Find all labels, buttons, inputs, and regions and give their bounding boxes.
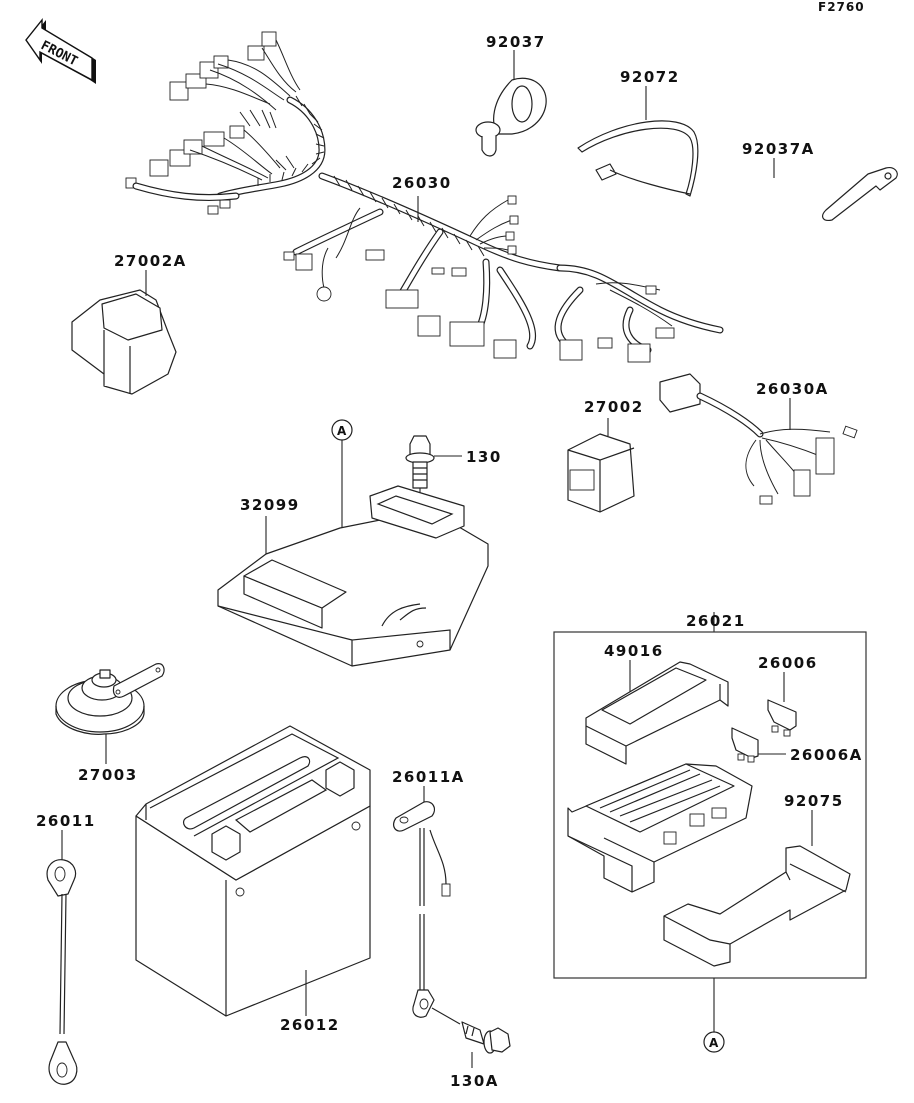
part-label-32099[interactable]: 32099 [240,496,300,514]
front-arrow-icon: FRONT [25,18,96,84]
part-label-27002[interactable]: 27002 [584,398,644,416]
part-label-26030A[interactable]: 26030A [756,380,829,398]
part-label-92072[interactable]: 92072 [620,68,680,86]
relay-27002A-drawing[interactable] [71,289,177,395]
part-label-27002A[interactable]: 27002A [114,252,187,270]
battery-tray-32099-drawing[interactable] [217,485,489,667]
fuse-box-cover-49016-drawing[interactable] [585,661,729,765]
part-label-27003[interactable]: 27003 [78,766,138,784]
part-label-92037[interactable]: 92037 [486,33,546,51]
reference-marker-a-bottom: A [703,1031,725,1053]
fuse-26006-drawing[interactable] [767,699,797,737]
svg-text:A: A [709,1036,719,1050]
battery-26012-drawing[interactable] [135,725,371,1017]
relay-27002-drawing[interactable] [567,433,635,513]
reference-marker-a-top: A [331,419,353,441]
part-label-26006A[interactable]: 26006A [790,746,863,764]
part-label-26006[interactable]: 26006 [758,654,818,672]
clamp-92037A-drawing[interactable] [822,167,898,221]
fuse-box-group-frame [553,631,867,979]
sub-harness-26030A-drawing[interactable] [659,373,858,505]
part-label-26021[interactable]: 26021 [686,612,746,630]
band-92072-drawing[interactable] [577,120,699,197]
part-label-26030[interactable]: 26030 [392,174,452,192]
part-label-49016[interactable]: 49016 [604,642,664,660]
svg-text:A: A [337,424,347,438]
fuse-box-bottom-cover-92075-drawing[interactable] [663,845,851,967]
part-label-26011[interactable]: 26011 [36,812,96,830]
fuse-26006A-drawing[interactable] [731,727,759,763]
bolt-130A-drawing[interactable] [461,1021,511,1054]
part-label-26012[interactable]: 26012 [280,1016,340,1034]
clamp-92037-drawing[interactable] [475,77,547,157]
part-label-92037A[interactable]: 92037A [742,140,815,158]
horn-27003-drawing[interactable] [55,663,165,735]
part-label-130[interactable]: 130 [466,448,502,466]
fuse-box-body-drawing[interactable] [567,763,753,893]
part-label-26011A[interactable]: 26011A [392,768,465,786]
part-label-130A[interactable]: 130A [450,1072,499,1090]
figure-code: F2760 [818,0,865,14]
part-label-92075[interactable]: 92075 [784,792,844,810]
bolt-130-drawing[interactable] [405,435,435,489]
main-harness-drawing[interactable] [125,31,724,363]
lead-26011A-drawing[interactable] [392,801,461,1025]
lead-26011-drawing[interactable] [46,859,78,1085]
